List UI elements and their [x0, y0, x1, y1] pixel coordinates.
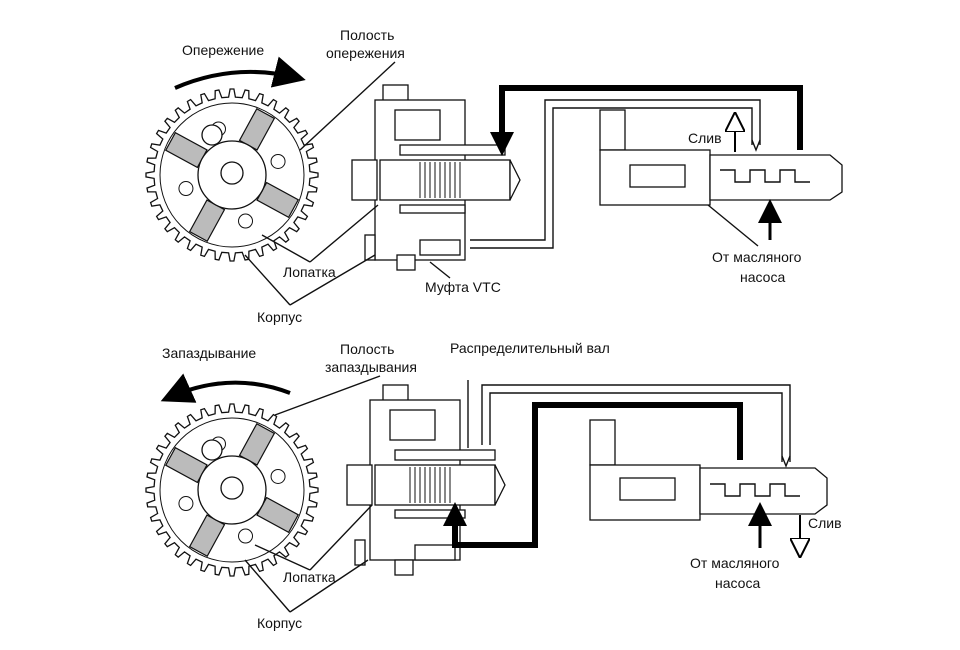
housing-label: Корпус: [257, 615, 302, 631]
sprocket-rotor: [145, 88, 319, 262]
lock-pin: [201, 124, 223, 146]
sprocket-rotor: [145, 403, 319, 577]
retard-label: Запаздывание: [162, 345, 256, 361]
leader-lines: [244, 375, 381, 613]
vtc-label: Муфта VTC: [425, 279, 501, 295]
retard-oil-pipe: [470, 99, 761, 249]
advance-label: Опережение: [182, 42, 264, 58]
advance-chamber-label-2: опережения: [326, 45, 405, 61]
keyway: [220, 476, 244, 500]
bolt-hole: [270, 153, 286, 169]
housing-ring: [159, 102, 305, 248]
vane-label: Лопатка: [283, 264, 336, 280]
pump-label-2: насоса: [715, 575, 760, 591]
camshaft-label: Распределительный вал: [450, 340, 610, 356]
bolt-hole: [238, 528, 254, 544]
solenoid-spool-valve: [589, 419, 828, 521]
retard-chamber-label-2: запаздывания: [325, 359, 417, 375]
advance-oil-pipe: [499, 85, 803, 150]
bolt-hole: [178, 181, 194, 197]
bolt-hole: [270, 468, 286, 484]
bolt-hole: [178, 496, 194, 512]
lock-pin: [201, 439, 223, 461]
housing-label: Корпус: [257, 309, 302, 325]
bottom-panel: Запаздывание Полость запаздывания Распре…: [145, 340, 842, 631]
drain-label: Слив: [688, 130, 722, 146]
advance-chamber-label-1: Полость: [340, 27, 394, 43]
bolt-hole: [238, 213, 254, 229]
housing-ring: [159, 417, 305, 563]
retard-direction-arrow: [160, 373, 291, 403]
vtc-actuator-body: [351, 84, 521, 271]
keyway: [220, 161, 244, 185]
pump-label-1: От масляного: [712, 249, 802, 265]
retard-oil-pipe: [452, 402, 743, 548]
advance-oil-pipe: [481, 384, 791, 462]
advance-direction-arrow: [174, 56, 306, 90]
pump-label-2: насоса: [740, 269, 785, 285]
pump-label-1: От масляного: [690, 555, 780, 571]
vane-label: Лопатка: [283, 569, 336, 585]
vtc-actuator-body: [346, 384, 506, 576]
solenoid-spool-valve: [599, 109, 843, 206]
drain-label: Слив: [808, 515, 842, 531]
leader-lines: [244, 61, 759, 306]
top-panel: Опережение Полость опережения Лопатка Ко…: [145, 27, 843, 325]
retard-chamber-label-1: Полость: [340, 341, 394, 357]
